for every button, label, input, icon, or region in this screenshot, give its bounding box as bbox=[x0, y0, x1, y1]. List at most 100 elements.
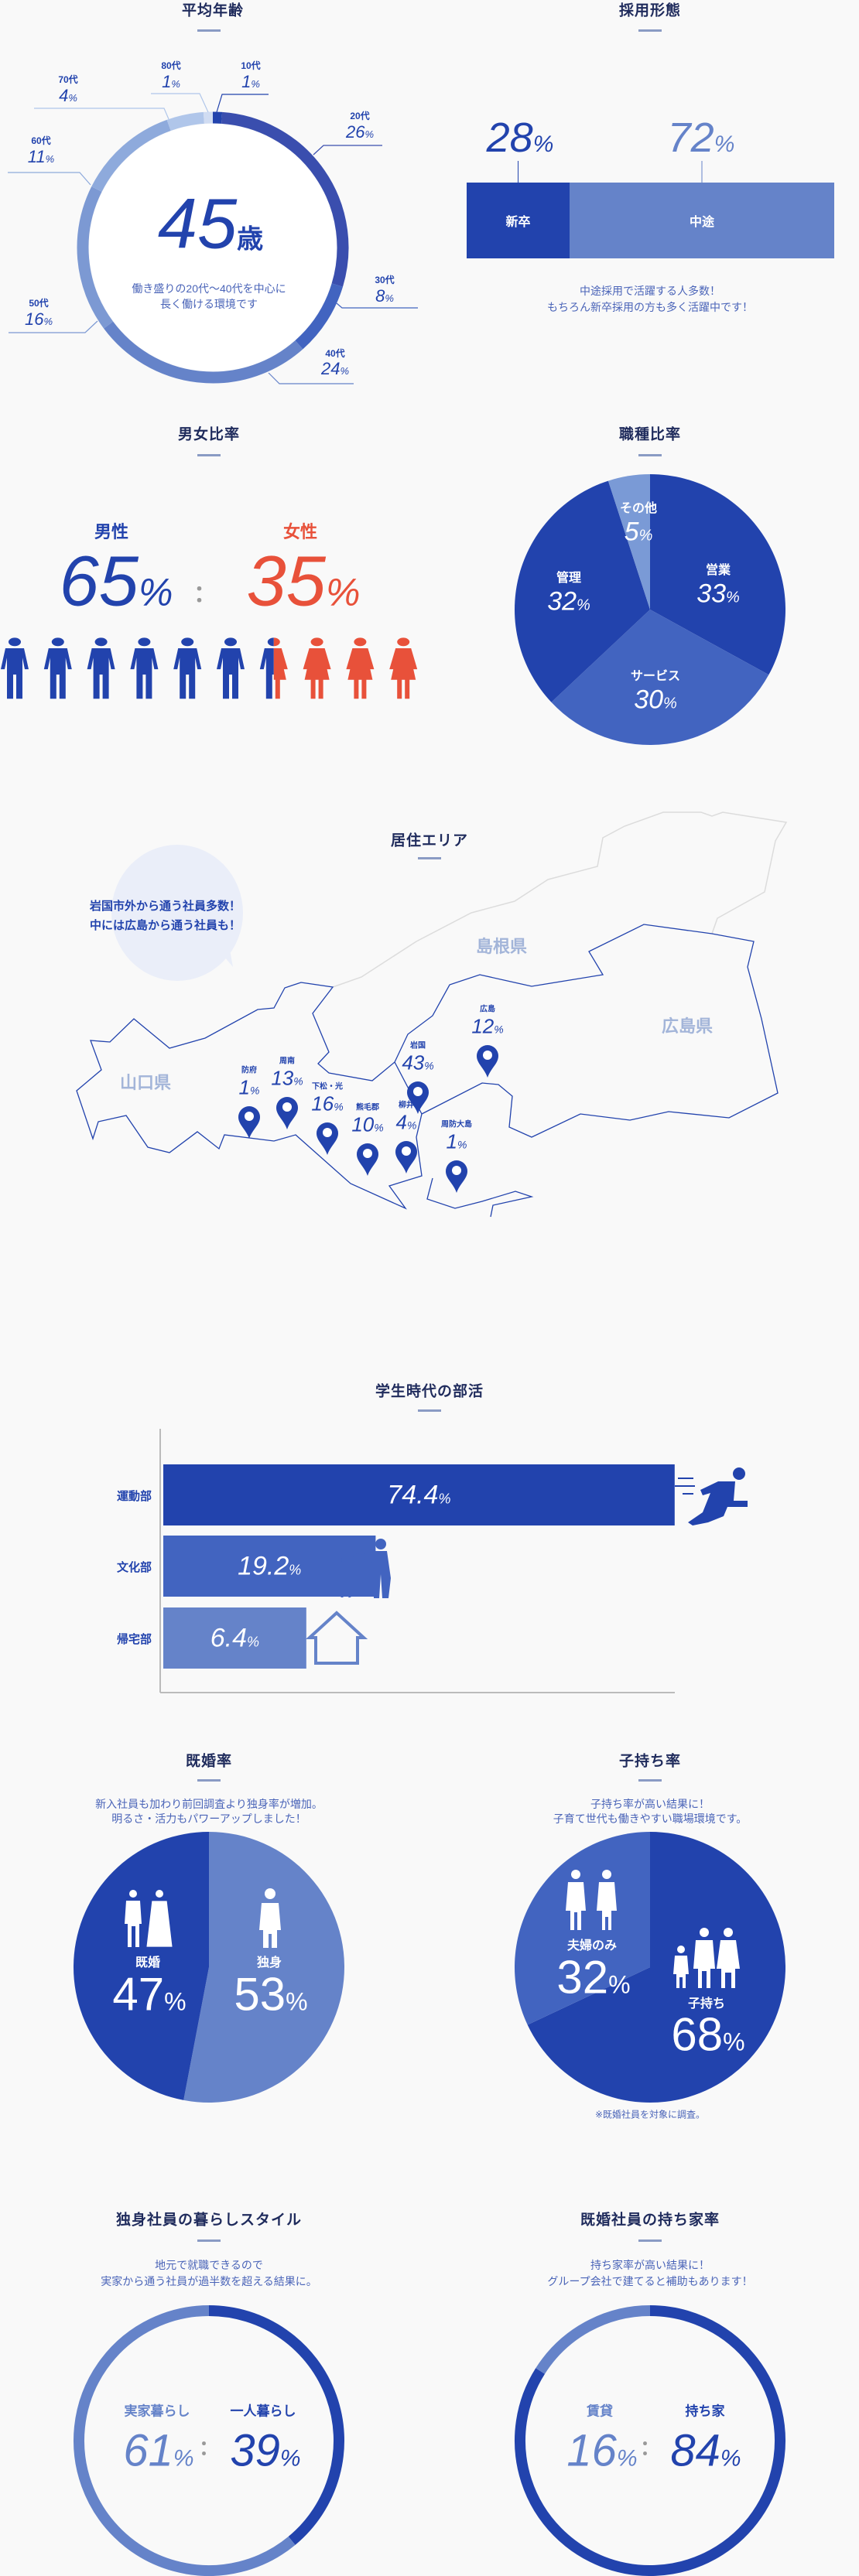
speech-bubble bbox=[111, 845, 243, 981]
living-alone-pct: 39% bbox=[230, 2425, 301, 2476]
pin-area-pct: 16% bbox=[311, 1092, 344, 1115]
map-pin-icon bbox=[446, 1160, 467, 1193]
title-underline bbox=[638, 29, 662, 32]
age-pct-60s: 11% bbox=[27, 147, 55, 166]
survey-note: ※既婚社員を対象に調査。 bbox=[594, 2109, 706, 2120]
children-caption-1: 子持ち率が高い結果に！ bbox=[590, 1798, 710, 1810]
age-pct-70s: 4% bbox=[59, 86, 77, 105]
age-label-80s: 80代 bbox=[161, 60, 181, 71]
job-label-sales: 営業 bbox=[705, 564, 731, 577]
map-pin-icon bbox=[407, 1081, 429, 1114]
title-underline bbox=[197, 2239, 221, 2242]
pie-slice-1 bbox=[650, 474, 786, 675]
female-figure-icon bbox=[389, 637, 418, 699]
age-donut-chart bbox=[77, 111, 349, 384]
home-ownership-donut-chart bbox=[515, 2305, 785, 2576]
female-figure-icon bbox=[303, 637, 331, 699]
map-pin-hole bbox=[402, 1146, 411, 1156]
own-home-pct: 84% bbox=[670, 2425, 741, 2476]
pie-slice-4 bbox=[607, 474, 650, 610]
female-pct: 35% bbox=[246, 542, 361, 621]
marriage-pie-chart bbox=[73, 1832, 344, 2103]
club-bar-3 bbox=[163, 1607, 306, 1669]
job-pct-sales: 33% bbox=[696, 579, 740, 609]
donut-segment-4 bbox=[104, 321, 303, 384]
age-label-60s: 60代 bbox=[31, 135, 51, 146]
male-pct: 65% bbox=[59, 542, 173, 621]
map-pin-hole bbox=[452, 1166, 461, 1175]
hiring-caption-1: 中途採用で活躍する人多数！ bbox=[580, 285, 720, 297]
average-age: 45歳 bbox=[157, 184, 264, 264]
shimane-label: 島根県 bbox=[475, 937, 528, 956]
pin-area-pct: 1% bbox=[238, 1075, 260, 1099]
age-label-50s: 50代 bbox=[29, 298, 49, 309]
club-bar-1 bbox=[163, 1464, 675, 1525]
area-title: 居住エリア bbox=[390, 832, 469, 849]
donut-segment-1 bbox=[208, 2305, 345, 2545]
age-label-20s: 20代 bbox=[350, 111, 370, 121]
new-grad-pct: 28% bbox=[486, 114, 554, 161]
age-pct-30s: 8% bbox=[375, 286, 394, 306]
pin-area-label: 熊毛郡 bbox=[356, 1103, 379, 1112]
female-label: 女性 bbox=[282, 522, 318, 542]
age-caption-2: 長く働ける環境です bbox=[160, 298, 258, 310]
title-underline bbox=[418, 1409, 441, 1412]
own-home-label: 持ち家 bbox=[685, 2403, 725, 2419]
map-pin-hole bbox=[323, 1128, 332, 1137]
job-pct-management: 32% bbox=[547, 586, 590, 617]
home-caption-1: 持ち家率が高い結果に！ bbox=[590, 2259, 710, 2271]
map-pin-hole bbox=[483, 1051, 492, 1060]
donut-segment-2 bbox=[74, 2305, 296, 2576]
clubs-bar-chart bbox=[159, 1429, 675, 1693]
club-category-label: 帰宅部 bbox=[116, 1632, 152, 1646]
pie-slice-2 bbox=[514, 1832, 650, 2025]
title-underline bbox=[197, 29, 221, 32]
donut-segment-7 bbox=[166, 111, 205, 132]
age-label-70s: 70代 bbox=[58, 74, 78, 85]
pie-slice-2 bbox=[73, 1832, 209, 2100]
map-pin-icon bbox=[317, 1122, 338, 1155]
home-caption-2: グループ会社で建てると補助もあります！ bbox=[547, 2275, 753, 2287]
gender-pictogram bbox=[1, 637, 418, 699]
age-donut-center bbox=[89, 124, 337, 371]
male-figure-icon bbox=[43, 637, 72, 699]
marriage-caption-2: 明るさ・活力もパワーアップしました！ bbox=[111, 1812, 306, 1825]
pin-area-label: 岩国 bbox=[410, 1041, 426, 1051]
job-label-service: サービス bbox=[630, 670, 681, 683]
map-pin-hole bbox=[245, 1112, 254, 1121]
male-label: 男性 bbox=[94, 522, 129, 542]
bubble-text-1: 岩国市外から通う社員多数！ bbox=[90, 900, 241, 913]
pie-slice-1 bbox=[527, 1832, 785, 2103]
age-pct-40s: 24% bbox=[320, 359, 350, 378]
club-category-label: 文化部 bbox=[116, 1560, 152, 1574]
age-title: 平均年齢 bbox=[181, 2, 245, 19]
female-figure-icon bbox=[346, 637, 375, 699]
male-female-split-figure-icon bbox=[259, 637, 288, 699]
single-label: 独身 bbox=[256, 1956, 282, 1970]
yamaguchi-hiroshima-outline bbox=[76, 924, 779, 1210]
hiring-caption-2: もちろん新卒採用の方も多く活躍中です！ bbox=[547, 301, 753, 313]
bubble-text-2: 中には広島から通う社員も！ bbox=[90, 919, 241, 932]
with-children-pct: 68% bbox=[671, 2008, 745, 2061]
couple-only-pct: 32% bbox=[556, 1951, 631, 2004]
map-pin-icon bbox=[357, 1143, 378, 1176]
map-pin-hole bbox=[363, 1149, 372, 1158]
age-caption-1: 働き盛りの20代～40代を中心に bbox=[132, 282, 286, 295]
job-pie-chart bbox=[515, 474, 786, 745]
age-leader-lines bbox=[8, 93, 418, 384]
children-title: 子持ち率 bbox=[618, 1753, 682, 1770]
children-caption-2: 子育て世代も働きやすい職場環境です。 bbox=[553, 1812, 748, 1825]
pin-area-label: 周防大島 bbox=[441, 1120, 472, 1129]
hiring-bar-segment-2 bbox=[570, 183, 834, 258]
speech-bubble-tail bbox=[217, 928, 233, 967]
colon-dots-icon: ： bbox=[193, 582, 217, 607]
pin-area-pct: 43% bbox=[402, 1051, 434, 1074]
house-icon bbox=[305, 1611, 368, 1665]
living-donut-chart bbox=[74, 2305, 345, 2576]
pin-area-label: 周南 bbox=[279, 1057, 295, 1066]
age-pct-50s: 16% bbox=[24, 309, 53, 329]
home-title: 既婚社員の持ち家率 bbox=[580, 2212, 720, 2229]
hiring-bar-segment-1 bbox=[467, 183, 570, 258]
pie-slice-3 bbox=[515, 480, 650, 702]
